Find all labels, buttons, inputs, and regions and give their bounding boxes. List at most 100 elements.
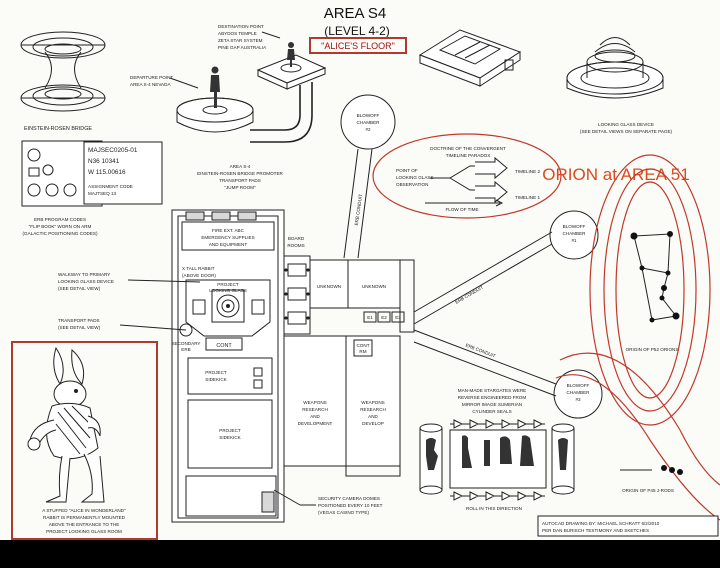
p52-label: ORIGIN OF P52 ORIONS: [626, 347, 679, 352]
timeline-paradox-diagram: DOCTRINE OF THE CONVERGENT TIMELINE PARA…: [372, 133, 562, 219]
code-line: W 115.00616: [88, 169, 126, 176]
erb-program-codes: ERB PROGRAM CODES "FLIP BOOK" WORN ON AR…: [22, 217, 98, 236]
blowoff-3-label: CHAMBER: [567, 390, 591, 395]
blowoff-chamber-2: [340, 94, 396, 150]
destination-line: ABYDOS TEMPLE: [218, 31, 257, 36]
blowoff-2-label: CHAMBER: [357, 120, 381, 125]
einstein-rosen-bridge: [20, 31, 106, 112]
code-line: ASSIGNMENT CODE: [88, 184, 133, 189]
e2-label: E2: [381, 315, 387, 320]
sidekick-1-label: SIDEKICK: [205, 377, 227, 382]
orion-star: [649, 317, 655, 323]
credit-box: [537, 515, 719, 537]
conduit-label: ERB CONDUIT: [354, 194, 363, 226]
weapons-2-label: AND: [368, 414, 378, 419]
rabbit-caption-line: RABBIT IS PERMANENTLY MOUNTED: [43, 515, 126, 520]
destination-line: DESTINATION POINT: [218, 24, 264, 29]
secondary-erb-label: SECONDARY: [171, 341, 200, 346]
stargates-line: REVERSE ENGINEERED FROM: [458, 395, 527, 400]
promoter-line: TRANSPORT PADS: [219, 178, 261, 183]
orion-overlay-label: ORION at AREA 51: [542, 165, 689, 184]
code-card: MAJSEC0205-01 N36 10341 W 115.00616 ASSI…: [21, 140, 163, 207]
walkway-line: (SEE DETAIL VIEW): [58, 286, 101, 291]
walkway-line: WALKWAY TO PRIMARY: [58, 272, 110, 277]
transport-line: (SEE DETAIL VIEW): [58, 325, 101, 330]
rabbit-door-label: X TALL RABBIT: [182, 266, 215, 271]
orion-star: [639, 265, 645, 271]
paradox-point: OBSERVATION: [396, 182, 428, 187]
looking-glass-label: LOOKING GLASS DEVICE: [598, 122, 654, 127]
departure-callout: DEPARTURE POINT AREA S-4 NEVADA: [130, 75, 199, 89]
erb-line: (GALACTIC POSITIONING CODES): [22, 231, 98, 236]
credit-line: AUTOCAD DRAWING BY: MICHAEL SCHRATT 6/2/…: [542, 521, 660, 526]
looking-glass-device: [566, 37, 664, 99]
paradox-point: LOOKING GLASS: [396, 175, 434, 180]
weapons-2-label: DEVELOP: [362, 421, 384, 426]
blowoff-1-label: CHAMBER: [563, 231, 587, 236]
promoter-line: "JUMP ROOM": [224, 185, 256, 190]
timeline2-label: TIMELINE 2: [515, 169, 540, 174]
transport-pads-illustration: [176, 42, 327, 143]
weapons-1-label: AND: [310, 414, 320, 419]
paradox-highlight-ellipse: [372, 133, 562, 219]
stargates-line: MAN-MADE STARGATES WERE: [458, 388, 526, 393]
destination-callout: DESTINATION POINT ABYDOS TEMPLE ZETA STA…: [218, 24, 281, 50]
stargates-line: CYLINDER SEALS: [472, 409, 511, 414]
p45-label: ORIGIN OF P45 J-RODS: [622, 488, 674, 493]
unknown-2-label: UNKNOWN: [362, 284, 386, 289]
blowoff-chamber-1: [549, 210, 599, 260]
sidekick-1-label: PROJECT: [205, 370, 227, 375]
promoter-line: EINSTEIN-ROSEN BRIDGE PROMOTER: [197, 171, 283, 176]
title-area: AREA S4: [324, 5, 387, 22]
blowoff-3-label: #3: [575, 397, 581, 402]
cont-rm-label: RM: [359, 349, 366, 354]
title-level: (LEVEL 4-2): [324, 24, 390, 38]
alice-floor-highlight: [309, 37, 407, 54]
rabbit-caption-line: ABOVE THE ENTRANCE TO THE: [49, 522, 120, 527]
building-isometric: [418, 29, 522, 87]
code-line: MAJSEC0205-01: [88, 147, 138, 154]
sidekick-2-label: SIDEKICK: [219, 435, 241, 440]
weapons-1-label: WEAPONS: [303, 400, 326, 405]
blowoff-1-label: BLOWOFF: [563, 224, 586, 229]
stargates-text: MAN-MADE STARGATES WERE REVERSE ENGINEER…: [458, 388, 527, 414]
project-glass-label: PROJECT: [217, 282, 239, 287]
unknown-1-label: UNKNOWN: [317, 284, 341, 289]
departure-line: DEPARTURE POINT: [130, 75, 173, 80]
walkway-line: LOOKING GLASS DEVICE: [58, 279, 114, 284]
rabbit-caption: A STUFFED "ALICE IN WONDERLAND" RABBIT I…: [42, 508, 126, 534]
security-line: SECURITY CAMERA DOMES: [318, 496, 380, 501]
blowoff-chamber-3: [553, 369, 603, 419]
walkway-callout: WALKWAY TO PRIMARY LOOKING GLASS DEVICE …: [58, 272, 201, 291]
board-rooms-label: ROOMS: [287, 243, 304, 248]
orion-rings: [555, 154, 720, 521]
code-line: N36 10341: [88, 158, 120, 165]
blowoff-2-label: BLOWOFF: [357, 113, 380, 118]
destination-line: PINE GAP AUSTRALIA: [218, 45, 267, 50]
flow-of-time: FLOW OF TIME: [445, 207, 478, 212]
fire-ext-label: EMERGENCY SUPPLIES: [201, 235, 254, 240]
erb-line: ERB PROGRAM CODES: [34, 217, 86, 222]
timeline1-label: TIMELINE 1: [515, 195, 540, 200]
secondary-erb-label: ERB: [181, 347, 190, 352]
orion-star: [667, 231, 673, 237]
orion-star: [665, 270, 671, 276]
erb-line: "FLIP BOOK" WORN ON ARM: [29, 224, 92, 229]
white-rabbit-illustration: [27, 346, 105, 503]
weapons-1-label: DEVELOPMENT: [298, 421, 333, 426]
rabbit-highlight-box: [11, 341, 158, 540]
bridge-label: EINSTEIN-ROSEN BRIDGE: [24, 126, 92, 132]
project-glass-label: LOOKING GLASS: [209, 288, 247, 293]
weapons-1-label: RESEARCH: [302, 407, 328, 412]
rabbit-caption-line: A STUFFED "ALICE IN WONDERLAND": [42, 508, 126, 513]
orion-star: [659, 295, 665, 301]
floor-plan: FIRE EXT. ABC EMERGENCY SUPPLIES AND EQU…: [171, 209, 415, 523]
paradox-title: DOCTRINE OF THE CONVERGENT: [430, 146, 506, 151]
weapons-2-label: RESEARCH: [360, 407, 386, 412]
weapons-2-label: WEAPONS: [361, 400, 384, 405]
orion-star: [630, 232, 638, 240]
security-callout: SECURITY CAMERA DOMES POSITIONED EVERY 1…: [273, 489, 383, 515]
erb-conduit-to-c1: [413, 231, 553, 325]
